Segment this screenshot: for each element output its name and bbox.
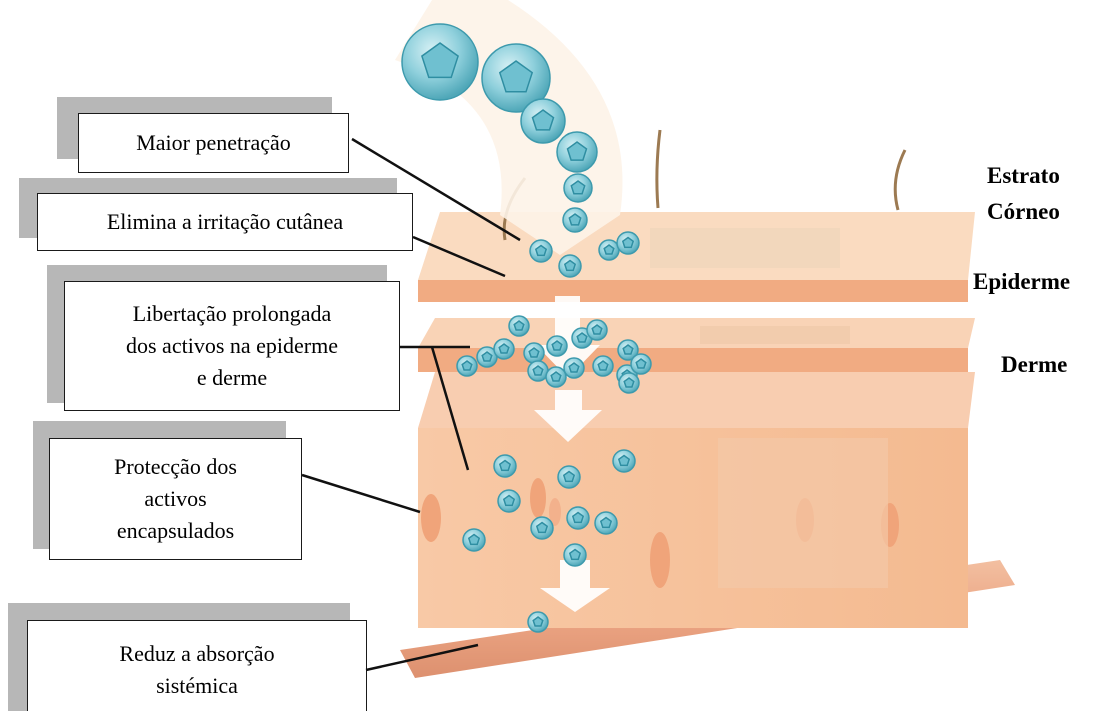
label-maior-penetracao: Maior penetração <box>78 113 349 173</box>
particle-core <box>635 358 647 369</box>
layer-label-derme: Derme <box>1001 352 1068 377</box>
particle-core <box>532 365 544 376</box>
layer-label-estrato-corneo: Estrato Córneo <box>987 163 1060 224</box>
label-reduz-absorcao: Reduz a absorção sistémica <box>27 620 367 711</box>
particle-core <box>617 454 631 467</box>
particle-core <box>599 516 613 529</box>
particle-core <box>498 343 510 354</box>
particle-core <box>531 109 555 131</box>
particle-core <box>498 60 534 93</box>
label-proteccao: Protecção dos activos encapsulados <box>49 438 302 560</box>
particle-core <box>566 141 588 161</box>
particle-core <box>570 180 586 195</box>
particle-core <box>532 616 544 627</box>
particle-core <box>481 351 493 362</box>
label-libertacao-prolongada: Libertação prolongada dos activos na epi… <box>64 281 400 411</box>
particle-core <box>623 377 635 388</box>
particle-core <box>513 320 525 331</box>
particle-core <box>571 511 585 524</box>
particle-core <box>568 213 582 226</box>
flow-arrows <box>534 296 610 612</box>
particle-core <box>421 42 459 79</box>
particle-core <box>502 494 516 507</box>
particles <box>401 23 652 633</box>
particle-core <box>568 548 582 561</box>
particle-core <box>622 344 634 355</box>
particle-core <box>576 332 588 343</box>
particle-core <box>563 259 577 272</box>
hair <box>893 149 907 211</box>
particle-core <box>528 347 540 358</box>
particle-core <box>603 244 615 255</box>
particle-core <box>551 340 563 351</box>
hair <box>655 129 662 209</box>
particle-core <box>621 236 635 249</box>
particle-core <box>550 371 562 382</box>
particle-core <box>568 362 580 373</box>
particle-core <box>534 244 548 257</box>
particle-core <box>597 360 609 371</box>
particle-core <box>467 533 481 546</box>
label-elimina-irritacao: Elimina a irritação cutânea <box>37 193 413 251</box>
layer-label-epiderme: Epiderme <box>973 269 1071 294</box>
particle-core <box>562 470 576 483</box>
particle-core <box>498 459 512 472</box>
particle-core <box>535 521 549 534</box>
estrato-corneo-layer <box>418 212 975 302</box>
particle-core <box>591 324 603 335</box>
